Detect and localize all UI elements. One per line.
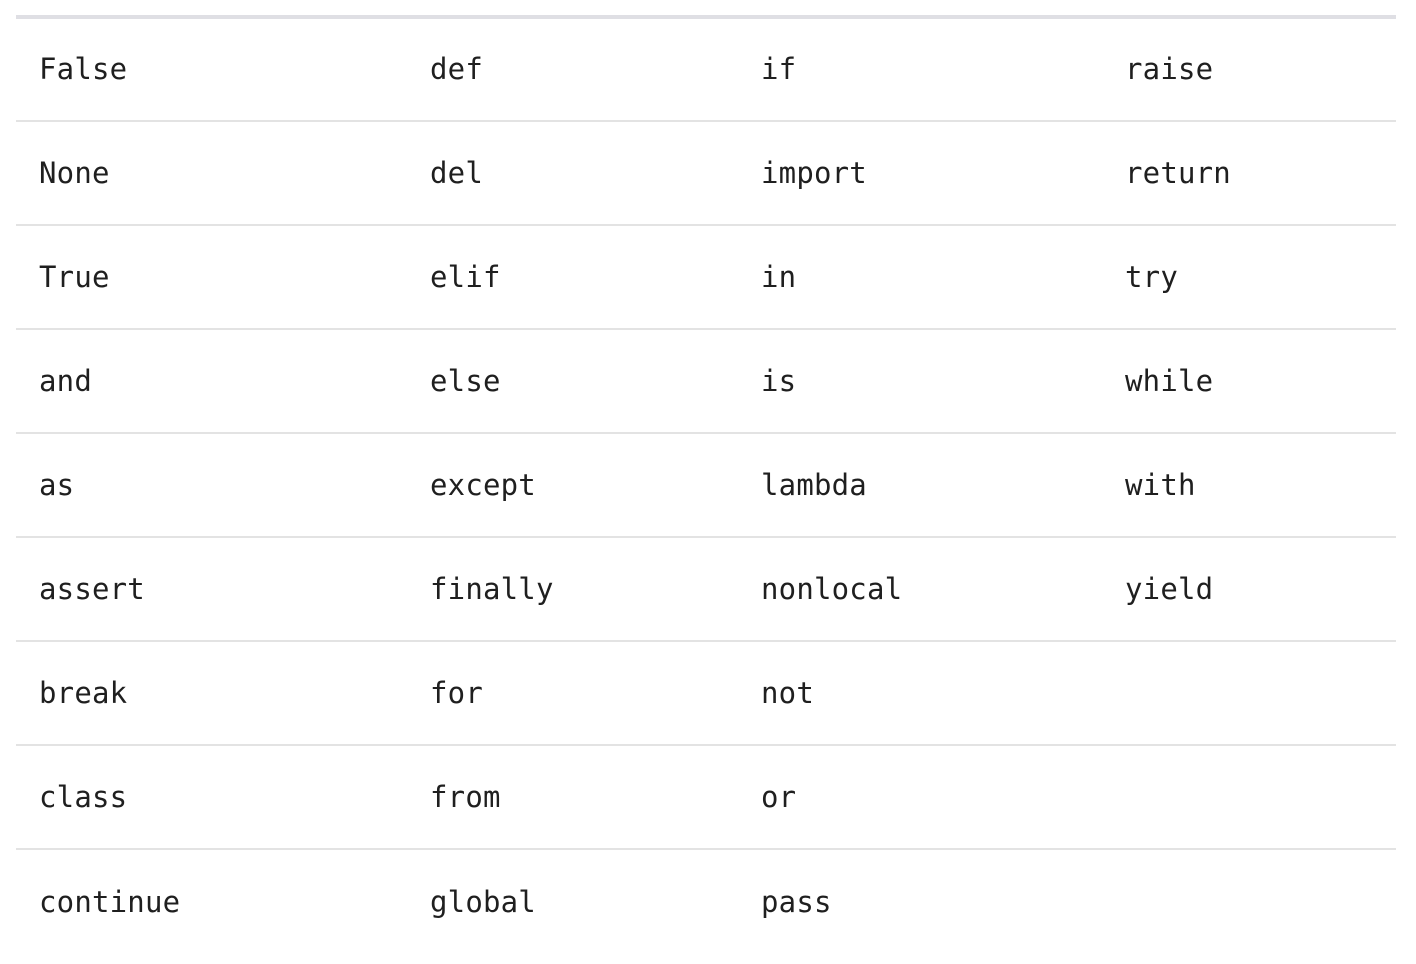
keyword-cell: raise	[1125, 52, 1214, 86]
keyword-cell: as	[16, 432, 407, 537]
keyword-cell: is	[738, 328, 1102, 433]
keyword-cell: continue	[16, 848, 407, 955]
keyword-cell: finally	[407, 536, 738, 641]
keyword-cell: not	[738, 640, 1102, 745]
table-row: as except lambda with	[16, 432, 1396, 537]
keyword-cell	[1102, 848, 1396, 955]
keyword-cell: class	[16, 744, 407, 849]
keyword-cell: from	[407, 744, 738, 849]
keyword-cell: pass	[738, 848, 1102, 955]
keyword-cell: if	[761, 52, 797, 86]
table-row: continue global pass	[16, 848, 1396, 955]
keyword-cell: else	[407, 328, 738, 433]
keyword-cell: except	[407, 432, 738, 537]
keyword-cell: def	[430, 52, 483, 86]
keyword-cell: break	[16, 640, 407, 745]
keywords-table-body: False def if raise None del import retur…	[16, 17, 1396, 955]
keyword-cell	[1102, 640, 1396, 745]
table-row: True elif in try	[16, 224, 1396, 329]
keyword-cell: or	[738, 744, 1102, 849]
keyword-cell: True	[16, 224, 407, 329]
keywords-table: False def if raise None del import retur…	[16, 15, 1396, 955]
keyword-cell: return	[1102, 120, 1396, 225]
table-row: break for not	[16, 640, 1396, 745]
keyword-cell: import	[738, 120, 1102, 225]
table-row: False def if raise	[16, 17, 1396, 121]
keyword-cell: and	[16, 328, 407, 433]
keyword-cell: False	[39, 52, 128, 86]
table-row: and else is while	[16, 328, 1396, 433]
keyword-cell: nonlocal	[738, 536, 1102, 641]
keyword-cell: lambda	[738, 432, 1102, 537]
keyword-cell: del	[407, 120, 738, 225]
keyword-cell: global	[407, 848, 738, 955]
keyword-cell	[1102, 744, 1396, 849]
keyword-cell: elif	[407, 224, 738, 329]
table-row: class from or	[16, 744, 1396, 849]
keyword-cell: None	[16, 120, 407, 225]
keyword-cell: try	[1102, 224, 1396, 329]
keyword-cell: assert	[16, 536, 407, 641]
table-row: None del import return	[16, 120, 1396, 225]
keyword-cell: while	[1102, 328, 1396, 433]
table-row: assert finally nonlocal yield	[16, 536, 1396, 641]
keyword-cell: yield	[1102, 536, 1396, 641]
keyword-cell: with	[1102, 432, 1396, 537]
keyword-cell: in	[738, 224, 1102, 329]
keyword-cell: for	[407, 640, 738, 745]
